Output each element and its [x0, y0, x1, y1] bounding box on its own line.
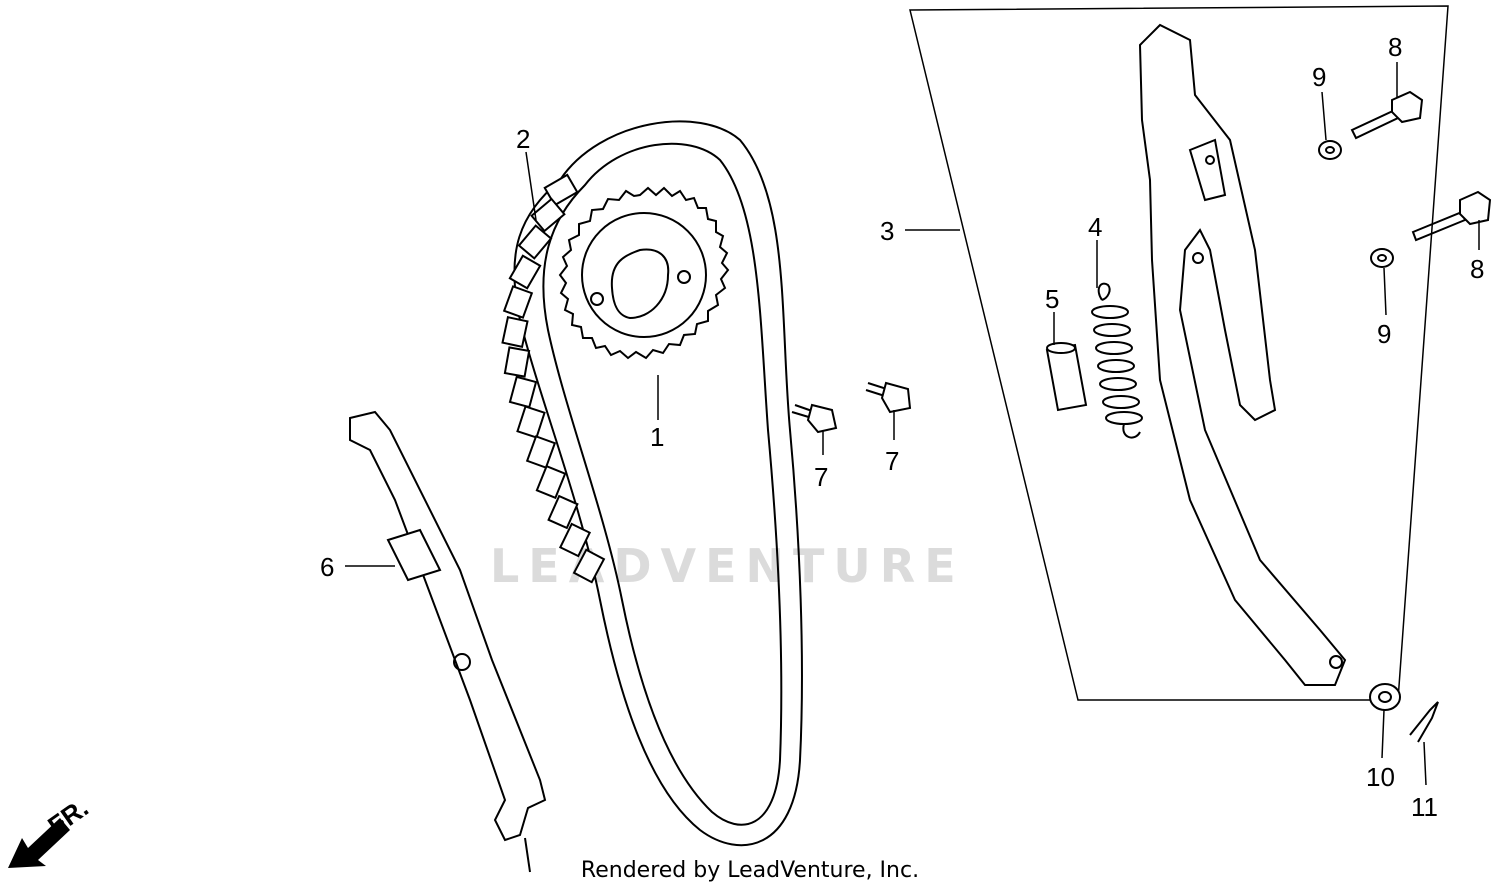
clip-11: [1409, 701, 1439, 743]
label-part-6: 6: [320, 552, 334, 582]
label-part-7a: 7: [814, 462, 828, 492]
label-part-11: 11: [1411, 792, 1438, 822]
label-part-9b: 9: [1377, 319, 1391, 349]
washer-9b: [1370, 248, 1394, 268]
label-part-5: 5: [1045, 284, 1059, 314]
washer-10: [1369, 683, 1401, 711]
label-part-7b: 7: [885, 446, 899, 476]
label-part-2: 2: [516, 124, 530, 154]
tensioner-spring: [1091, 282, 1143, 439]
footer-credit: Rendered by LeadVenture, Inc.: [580, 858, 920, 883]
cam-sprocket: [558, 186, 730, 360]
chain-links: [501, 173, 606, 584]
bolt-8b: [1411, 190, 1492, 242]
label-part-9a: 9: [1312, 62, 1326, 92]
bolt-7a: [791, 403, 838, 434]
washer-9a: [1318, 140, 1342, 160]
label-part-8b: 8: [1470, 254, 1484, 284]
label-part-4: 4: [1088, 212, 1102, 242]
label-part-3: 3: [880, 216, 894, 246]
leader-lines: [345, 62, 1480, 786]
chain-guide: [349, 410, 547, 873]
front-direction-arrow-icon: FR.: [8, 792, 94, 868]
label-part-8a: 8: [1388, 32, 1402, 62]
bolt-8a: [1350, 90, 1424, 140]
bolt-7b: [865, 381, 912, 414]
cam-chain: [501, 120, 803, 847]
collar: [1045, 342, 1088, 412]
tensioner-arm: [1138, 23, 1347, 686]
label-part-1: 1: [650, 422, 664, 452]
label-part-10: 10: [1366, 762, 1395, 792]
